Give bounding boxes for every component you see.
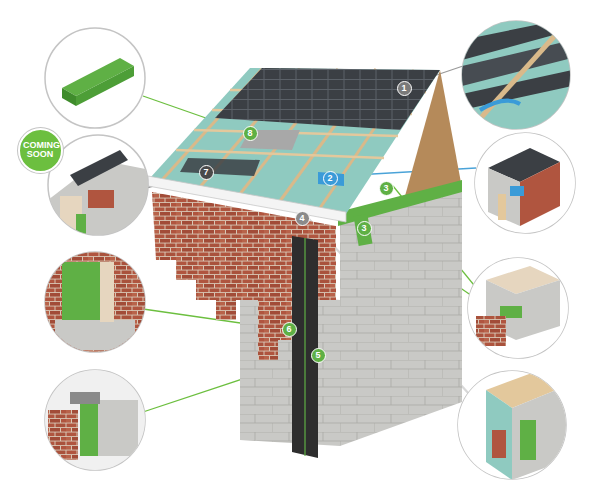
callout-number: 5 — [311, 348, 326, 363]
callout-number: 4 — [295, 211, 310, 226]
callout-number: 3 — [379, 181, 394, 196]
badge-text: COMING SOON — [23, 141, 57, 160]
callout-number: 3 — [357, 221, 372, 236]
callout-number: 2 — [323, 171, 338, 186]
callout-number: 8 — [243, 126, 258, 141]
coming-soon-badge: COMING SOON — [18, 128, 63, 173]
callout-number: 6 — [282, 322, 297, 337]
callout-number: 1 — [397, 81, 412, 96]
callout-number: 7 — [199, 165, 214, 180]
